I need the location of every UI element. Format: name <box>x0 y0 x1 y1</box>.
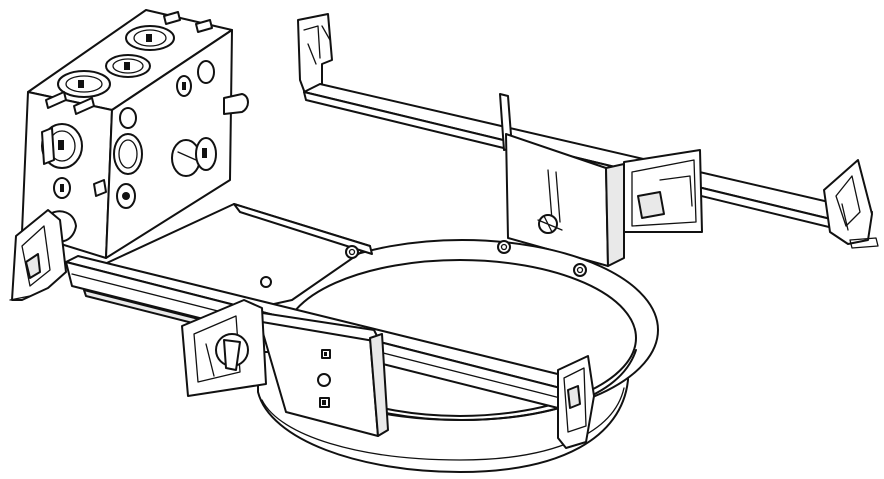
left-end-bracket <box>9 209 67 301</box>
front-left-clip <box>181 299 267 397</box>
socket-bracket <box>255 311 389 437</box>
front-right-bracket <box>557 355 595 449</box>
rear-slide-bracket <box>499 93 703 267</box>
junction-box <box>21 9 249 259</box>
